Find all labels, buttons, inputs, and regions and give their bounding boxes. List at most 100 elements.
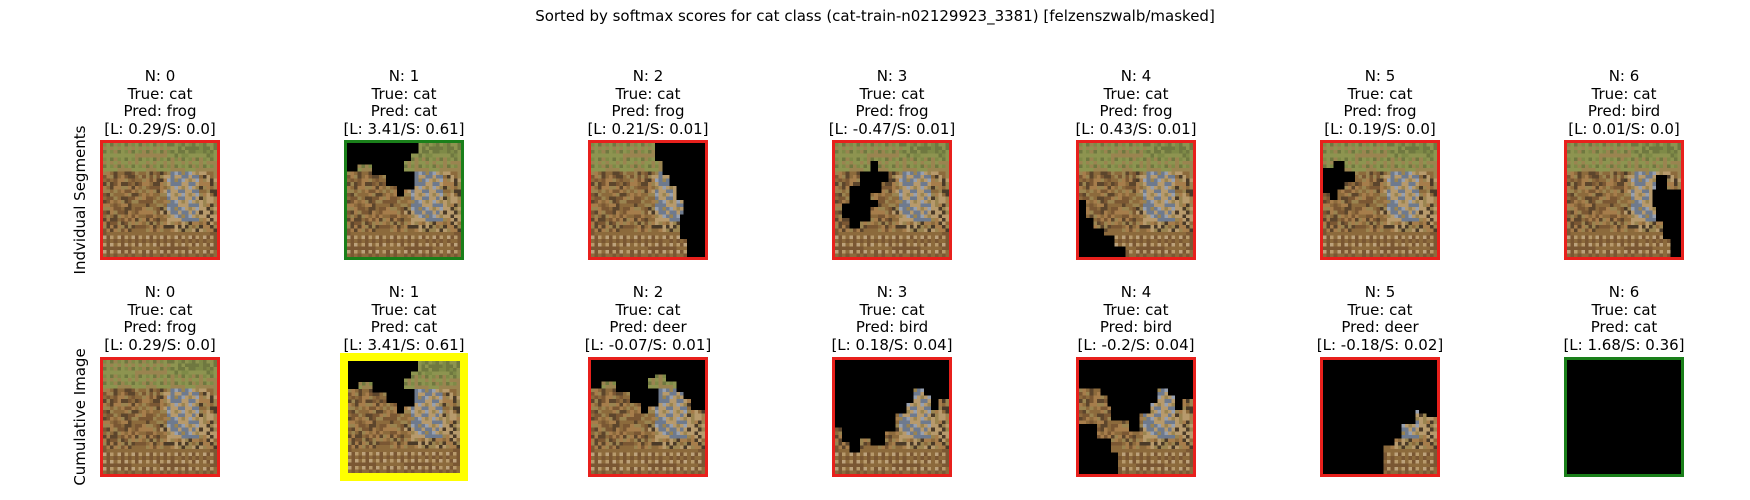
cell-scores: [L: 0.29/S: 0.0]: [104, 119, 216, 138]
thumbnail-frame: [100, 357, 220, 477]
cell-pred: Pred: frog: [611, 102, 685, 120]
thumbnail-frame: [588, 357, 708, 477]
cell-n: N: 6: [1608, 283, 1640, 301]
thumbnail-frame: [832, 357, 952, 477]
cell-scores: [L: 0.01/S: 0.0]: [1568, 119, 1680, 138]
thumbnail-frame: [832, 140, 952, 260]
segment-mask-r1c2-1: [655, 360, 705, 410]
cell-true-label: True: cat: [1103, 300, 1169, 319]
figure-title: Sorted by softmax scores for cat class (…: [535, 7, 1215, 25]
thumbnail-frame: [1564, 140, 1684, 260]
thumbnail-image-r0c6: [1567, 143, 1681, 257]
cell-pred: Pred: frog: [1099, 102, 1173, 120]
segment-mask-r0c6-0: [1652, 175, 1681, 257]
cell-true-label: True: cat: [1347, 84, 1413, 103]
cell-true-label: True: cat: [615, 300, 681, 319]
cell-pred: Pred: frog: [1343, 102, 1417, 120]
thumbnail-image-r0c2: [591, 143, 705, 257]
cell-true-label: True: cat: [615, 84, 681, 103]
thumbnail-image-r0c4: [1079, 143, 1193, 257]
cell-pred: Pred: bird: [1587, 102, 1661, 120]
cell-scores: [L: -0.07/S: 0.01]: [584, 335, 712, 354]
cell-n: N: 4: [1120, 67, 1152, 85]
cell-scores: [L: 0.19/S: 0.0]: [1324, 119, 1436, 138]
segment-mask-r1c4-1: [1079, 424, 1119, 474]
cell-pred: Pred: deer: [609, 318, 687, 336]
cell-pred: Pred: bird: [855, 318, 929, 336]
cell-n: N: 5: [1364, 283, 1396, 301]
cell-pred: Pred: cat: [370, 318, 438, 336]
cell-true-label: True: cat: [371, 300, 437, 319]
thumbnail-image-r0c0: [103, 143, 217, 257]
segment-mask-r1c5-0: [1323, 360, 1437, 474]
cell-true-label: True: cat: [859, 84, 925, 103]
cell-scores: [L: 0.29/S: 0.0]: [104, 335, 216, 354]
thumbnail-image-r1c5: [1323, 360, 1437, 474]
cell-pred: Pred: cat: [1590, 318, 1658, 336]
thumbnail-frame: [1076, 140, 1196, 260]
cell-true-label: True: cat: [1591, 84, 1657, 103]
cell-n: N: 6: [1608, 67, 1640, 85]
cell-true-label: True: cat: [371, 84, 437, 103]
cell-n: N: 5: [1364, 67, 1396, 85]
cell-true-label: True: cat: [859, 300, 925, 319]
thumbnail-frame: [1564, 357, 1684, 477]
thumbnail-frame: [1320, 140, 1440, 260]
cell-scores: [L: 0.21/S: 0.01]: [587, 119, 709, 138]
cell-n: N: 1: [388, 283, 420, 301]
cell-pred: Pred: frog: [123, 102, 197, 120]
thumbnail-image-r1c3: [835, 360, 949, 474]
segment-mask-r1c1-0: [348, 361, 418, 414]
segment-mask-r1c3-0: [835, 360, 949, 453]
thumbnail-image-r1c4: [1079, 360, 1193, 474]
segment-mask-r1c2-0: [591, 360, 663, 414]
thumbnail-image-r1c0: [103, 360, 217, 474]
cell-pred: Pred: deer: [1341, 318, 1419, 336]
thumbnail-image-r0c5: [1323, 143, 1437, 257]
thumbnail-image-r1c2: [591, 360, 705, 474]
thumbnail-frame: [588, 140, 708, 260]
thumbnail-frame: [1320, 357, 1440, 477]
cell-pred: Pred: frog: [123, 318, 197, 336]
segment-mask-r1c6-0: [1567, 360, 1681, 474]
cell-pred: Pred: cat: [370, 102, 438, 120]
cell-true-label: True: cat: [1347, 300, 1413, 319]
cell-n: N: 0: [144, 283, 176, 301]
cell-n: N: 2: [632, 67, 664, 85]
thumbnail-image-r0c1: [347, 143, 461, 257]
cell-true-label: True: cat: [1103, 84, 1169, 103]
cell-scores: [L: -0.2/S: 0.04]: [1077, 335, 1195, 354]
segment-mask-r0c2-0: [655, 143, 705, 257]
cell-pred: Pred: frog: [855, 102, 929, 120]
cell-n: N: 3: [876, 283, 908, 301]
thumbnail-image-r1c1: [348, 361, 460, 473]
cell-true-label: True: cat: [127, 300, 193, 319]
cell-scores: [L: -0.47/S: 0.01]: [828, 119, 956, 138]
thumbnail-frame: [100, 140, 220, 260]
row-label-cumulative-image: Cumulative Image: [71, 348, 89, 486]
cell-n: N: 4: [1120, 283, 1152, 301]
cell-n: N: 0: [144, 67, 176, 85]
segment-mask-r0c5-0: [1323, 160, 1356, 200]
segment-mask-r0c4-0: [1079, 200, 1126, 257]
segment-mask-r0c3-0: [842, 160, 889, 229]
cell-scores: [L: 1.68/S: 0.36]: [1563, 335, 1685, 354]
segment-mask-r0c1-0: [347, 143, 419, 197]
cell-scores: [L: 3.41/S: 0.61]: [343, 335, 465, 354]
row-label-individual-segments: Indvidual Segments: [71, 125, 89, 275]
cell-true-label: True: cat: [1591, 300, 1657, 319]
cell-true-label: True: cat: [127, 84, 193, 103]
